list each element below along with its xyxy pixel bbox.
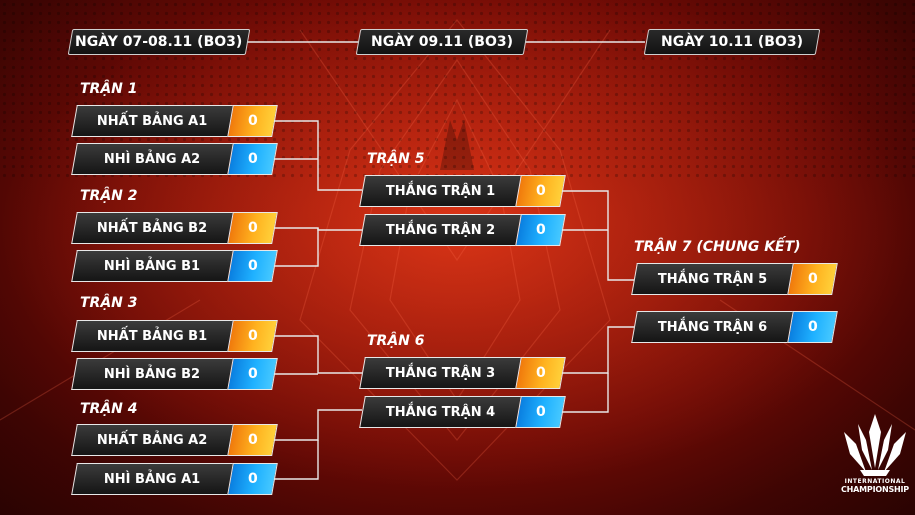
team-name-box: NHẤT BẢNG B2 [71, 212, 233, 244]
match-4-team-bottom[interactable]: NHÌ BẢNG A1 0 [71, 463, 278, 495]
team-name: NHẤT BẢNG A1 [97, 113, 208, 129]
team-score: 0 [247, 366, 258, 382]
logo-line-2: CHAMPIONSHIP [841, 485, 909, 494]
match-7-team-top[interactable]: THẮNG TRẬN 5 0 [631, 263, 838, 295]
team-name-box: THẮNG TRẬN 2 [359, 214, 521, 246]
team-score: 0 [807, 319, 818, 335]
match-3-team-bottom[interactable]: NHÌ BẢNG B2 0 [71, 358, 278, 390]
team-name: NHẤT BẢNG B2 [97, 220, 208, 236]
team-score-box: 0 [227, 105, 278, 137]
team-name: THẮNG TRẬN 3 [385, 365, 496, 381]
team-name-box: NHẤT BẢNG B1 [71, 320, 233, 352]
match-2-team-bottom[interactable]: NHÌ BẢNG B1 0 [71, 250, 278, 282]
team-name: NHẤT BẢNG B1 [97, 328, 208, 344]
team-score: 0 [535, 404, 546, 420]
team-name-box: THẮNG TRẬN 6 [631, 311, 793, 343]
date-header-round-1: NGÀY 07-08.11 (BO3) [67, 29, 251, 55]
team-name: NHÌ BẢNG B1 [104, 258, 201, 274]
team-score: 0 [535, 365, 546, 381]
date-header-round-2: NGÀY 09.11 (BO3) [355, 29, 529, 55]
date-header-text: NGÀY 09.11 (BO3) [371, 34, 513, 50]
match-3-title: TRẬN 3 [80, 295, 138, 311]
team-score: 0 [247, 113, 258, 129]
team-score-box: 0 [227, 358, 278, 390]
date-header-text: NGÀY 10.11 (BO3) [661, 34, 803, 50]
team-name: THẮNG TRẬN 4 [385, 404, 496, 420]
team-score-box: 0 [787, 311, 838, 343]
team-score: 0 [247, 151, 258, 167]
match-6-team-top[interactable]: THẮNG TRẬN 3 0 [359, 357, 566, 389]
match-3-team-top[interactable]: NHẤT BẢNG B1 0 [71, 320, 278, 352]
match-5-team-bottom[interactable]: THẮNG TRẬN 2 0 [359, 214, 566, 246]
team-name-box: THẮNG TRẬN 1 [359, 175, 521, 207]
match-6-title: TRẬN 6 [367, 333, 425, 349]
team-name: NHÌ BẢNG B2 [104, 366, 201, 382]
team-score: 0 [535, 183, 546, 199]
team-name: NHÌ BẢNG A1 [104, 471, 201, 487]
team-score: 0 [535, 222, 546, 238]
team-name-box: NHÌ BẢNG B1 [71, 250, 233, 282]
team-name-box: NHẤT BẢNG A1 [71, 105, 233, 137]
team-score-box: 0 [515, 214, 566, 246]
match-4-title: TRẬN 4 [80, 401, 138, 417]
match-1-team-bottom[interactable]: NHÌ BẢNG A2 0 [71, 143, 278, 175]
match-7-title: TRẬN 7 (CHUNG KẾT) [634, 239, 801, 255]
team-name-box: NHÌ BẢNG B2 [71, 358, 233, 390]
team-name-box: NHẤT BẢNG A2 [71, 424, 233, 456]
team-name-box: THẮNG TRẬN 5 [631, 263, 793, 295]
team-score-box: 0 [227, 250, 278, 282]
team-name-box: NHÌ BẢNG A1 [71, 463, 233, 495]
team-name: NHẤT BẢNG A2 [97, 432, 208, 448]
team-score-box: 0 [515, 396, 566, 428]
team-score-box: 0 [515, 357, 566, 389]
match-7-team-bottom[interactable]: THẮNG TRẬN 6 0 [631, 311, 838, 343]
championship-logo-icon [844, 414, 906, 476]
team-score-box: 0 [227, 212, 278, 244]
match-5-title: TRẬN 5 [367, 151, 425, 167]
logo-line-1: INTERNATIONAL [844, 478, 906, 485]
team-score-box: 0 [227, 463, 278, 495]
team-score: 0 [247, 220, 258, 236]
team-score-box: 0 [515, 175, 566, 207]
match-1-team-top[interactable]: NHẤT BẢNG A1 0 [71, 105, 278, 137]
team-score: 0 [247, 258, 258, 274]
team-score: 0 [247, 328, 258, 344]
team-score-box: 0 [227, 424, 278, 456]
team-score: 0 [247, 471, 258, 487]
match-1-title: TRẬN 1 [80, 81, 138, 97]
team-name: THẮNG TRẬN 6 [657, 319, 768, 335]
team-name: THẮNG TRẬN 5 [657, 271, 768, 287]
team-name: THẮNG TRẬN 2 [385, 222, 496, 238]
championship-logo-text: INTERNATIONAL CHAMPIONSHIP [836, 478, 914, 494]
team-name: NHÌ BẢNG A2 [104, 151, 201, 167]
match-2-title: TRẬN 2 [80, 188, 138, 204]
match-2-team-top[interactable]: NHẤT BẢNG B2 0 [71, 212, 278, 244]
team-score: 0 [807, 271, 818, 287]
team-score-box: 0 [227, 320, 278, 352]
team-score: 0 [247, 432, 258, 448]
match-6-team-bottom[interactable]: THẮNG TRẬN 4 0 [359, 396, 566, 428]
team-name-box: THẮNG TRẬN 3 [359, 357, 521, 389]
team-name-box: NHÌ BẢNG A2 [71, 143, 233, 175]
date-header-text: NGÀY 07-08.11 (BO3) [75, 34, 243, 50]
team-name-box: THẮNG TRẬN 4 [359, 396, 521, 428]
team-name: THẮNG TRẬN 1 [385, 183, 496, 199]
team-score-box: 0 [227, 143, 278, 175]
match-5-team-top[interactable]: THẮNG TRẬN 1 0 [359, 175, 566, 207]
team-score-box: 0 [787, 263, 838, 295]
match-4-team-top[interactable]: NHẤT BẢNG A2 0 [71, 424, 278, 456]
date-header-round-3: NGÀY 10.11 (BO3) [643, 29, 821, 55]
